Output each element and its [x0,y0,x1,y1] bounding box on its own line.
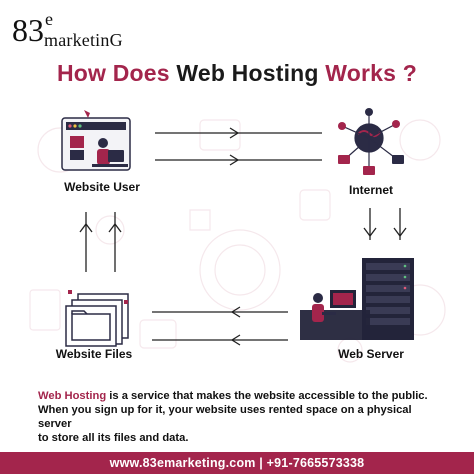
logo-word: marketinG [44,30,123,50]
title-part-2: Web Hosting [176,60,319,86]
description-line-2: When you sign up for it, your website us… [38,404,412,430]
description-line-1-rest: is a service that makes the website acce… [106,390,428,402]
label-internet: Internet [348,183,393,197]
logo-superscript: e [45,9,53,29]
description-line-3: to store all its files and data. [38,432,189,444]
arrow-internet-to-server [363,208,407,240]
background-pattern [29,119,446,363]
label-website-user: Website User [64,180,140,194]
brand-logo: 83 e marketinG [12,9,123,52]
person-at-desk-icon [61,110,131,171]
label-web-server: Web Server [338,347,404,361]
server-rack-icon [300,258,414,340]
arrow-files-to-user [79,212,122,272]
footer-contact[interactable]: www.83emarketing.com | +91-7665573338 [0,452,474,474]
title-part-1: How Does [56,60,177,86]
page-title: How Does Web Hosting Works ? [0,60,474,87]
folder-stack-icon [65,290,129,347]
logo-number: 83 [12,12,44,48]
arrow-user-to-internet [155,127,322,166]
globe-network-icon [338,108,404,175]
description: Web Hosting is a service that makes the … [38,389,438,445]
title-part-3: Works ? [318,60,417,86]
arrow-server-to-files [152,306,288,346]
description-highlight: Web Hosting [38,390,107,402]
description-line-1: Web Hosting is a service that makes the … [38,389,438,403]
label-website-files: Website Files [55,347,133,361]
